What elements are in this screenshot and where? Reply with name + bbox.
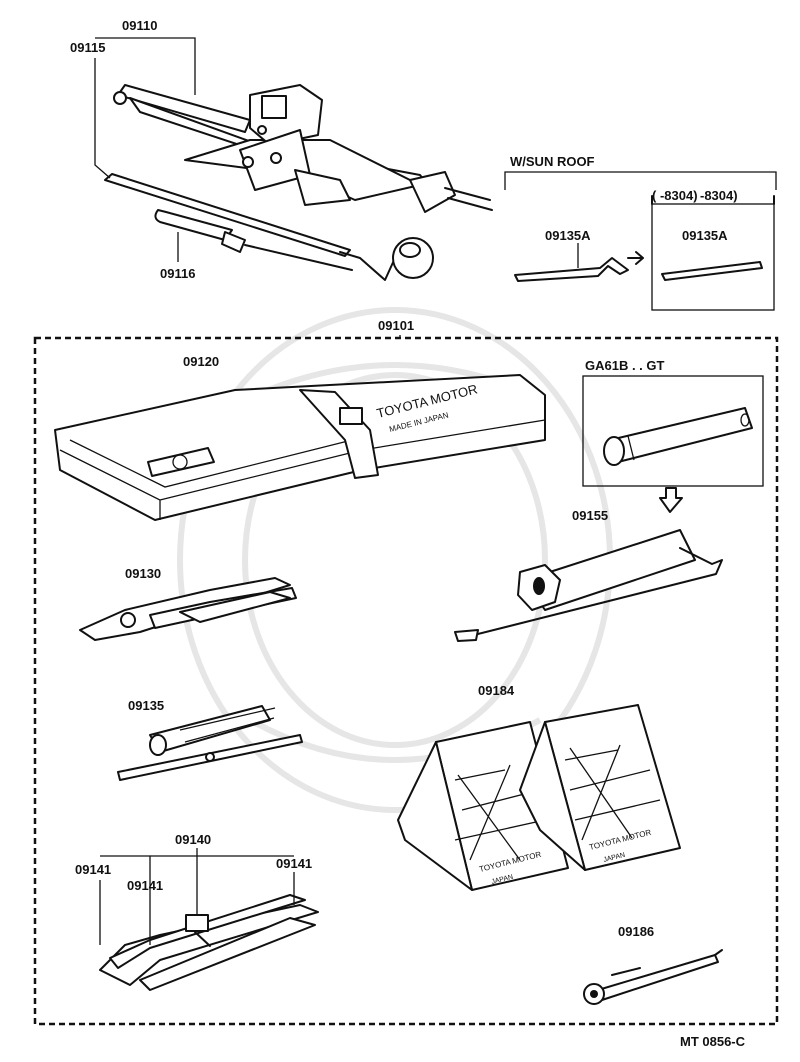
pliers xyxy=(79,577,297,641)
label-range: ( -8304) xyxy=(652,188,698,203)
scissor-jack xyxy=(113,84,493,213)
leader-09110 xyxy=(95,37,196,95)
label-09135A-left: 09135A xyxy=(545,228,591,243)
tool-set-box xyxy=(33,336,779,1026)
label-09120: 09120 xyxy=(183,354,219,369)
label-09110: 09110 xyxy=(122,18,157,33)
jack-handle xyxy=(104,173,434,281)
label-sun-roof: W/SUN ROOF xyxy=(510,154,595,169)
leader-09115 xyxy=(94,58,111,179)
tow-hook xyxy=(583,949,723,1005)
label-09141-b: 09141 xyxy=(127,878,163,893)
plug-wrench xyxy=(454,529,723,642)
label-09101: 09101 xyxy=(378,318,414,333)
label-variant: GA61B . . GT xyxy=(585,358,665,373)
label-09184: 09184 xyxy=(478,683,515,698)
label-09155: 09155 xyxy=(572,508,608,523)
sun-roof-group xyxy=(504,171,777,311)
wheel-wrench xyxy=(154,209,353,271)
screwdriver xyxy=(117,705,303,781)
label-09135A-right: 09135A xyxy=(682,228,728,243)
label-09116: 09116 xyxy=(160,266,195,281)
spanner-leaders xyxy=(99,848,295,945)
label-09141-a: 09141 xyxy=(75,862,111,877)
label-09140: 09140 xyxy=(175,832,211,847)
wheel-chocks xyxy=(397,704,681,891)
label-09130: 09130 xyxy=(125,566,161,581)
label-09135: 09135 xyxy=(128,698,164,713)
label-09115: 09115 xyxy=(70,40,105,55)
label-09141-c: 09141 xyxy=(276,856,312,871)
variant-box xyxy=(582,375,764,513)
label-09186: 09186 xyxy=(618,924,654,939)
label-ref-code: MT 0856-C xyxy=(680,1034,746,1049)
tool-bag xyxy=(54,374,546,521)
label-range-value: -8304) xyxy=(700,188,738,203)
spanner-set xyxy=(99,894,319,991)
